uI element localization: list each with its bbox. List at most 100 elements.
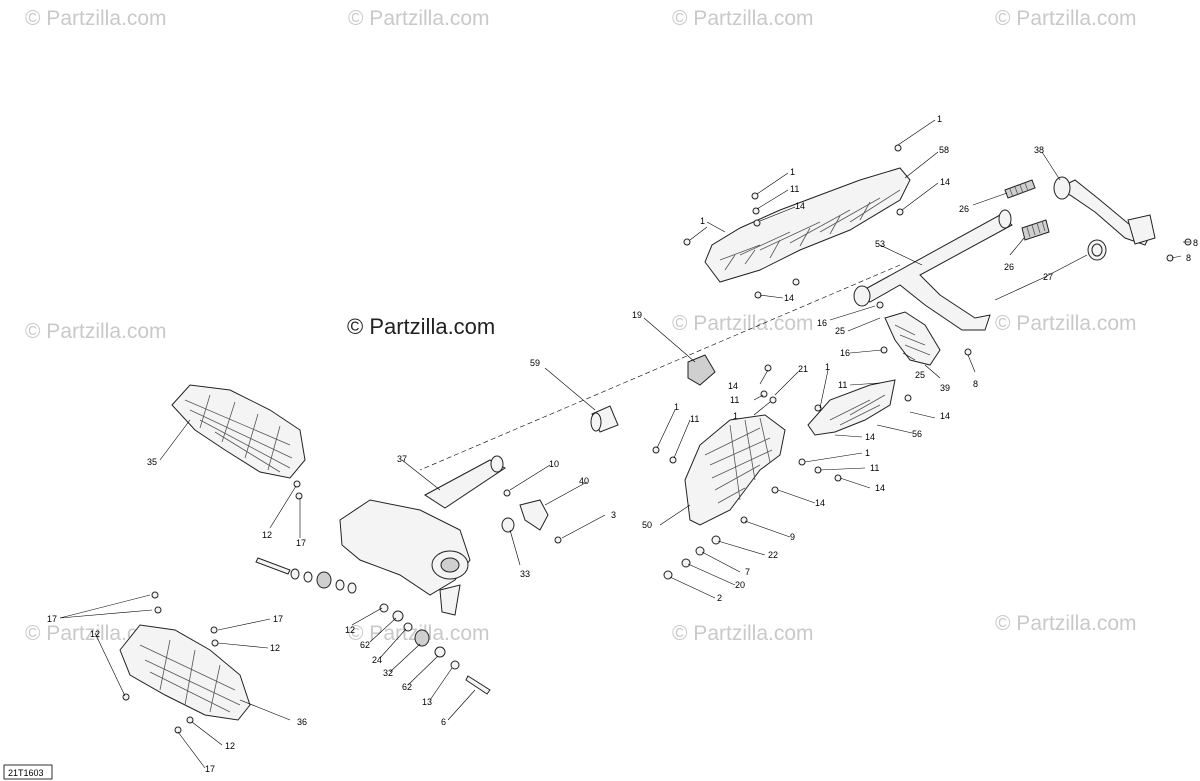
callout-22: 22 xyxy=(768,550,778,560)
callout-17: 17 xyxy=(273,614,283,624)
exhaust-pipe-38 xyxy=(1053,176,1156,246)
leader-lines xyxy=(59,119,1190,769)
watermark: © Partzilla.com xyxy=(672,622,814,645)
watermark: © Partzilla.com xyxy=(348,7,490,30)
watermark: © Partzilla.com xyxy=(672,7,814,30)
callout-25: 25 xyxy=(835,326,845,336)
callout-13: 13 xyxy=(422,697,432,707)
callout-36: 36 xyxy=(297,717,307,727)
callout-14: 14 xyxy=(795,201,805,211)
callout-19: 19 xyxy=(632,310,642,320)
callout-56: 56 xyxy=(912,429,922,439)
callout-20: 20 xyxy=(735,580,745,590)
callout-1: 1 xyxy=(674,402,679,412)
watermark: © Partzilla.com xyxy=(25,7,167,30)
callout-8: 8 xyxy=(973,379,978,389)
callout-14: 14 xyxy=(865,432,875,442)
callout-3: 3 xyxy=(611,510,616,520)
right-hardware-stack xyxy=(663,516,748,580)
callout-14: 14 xyxy=(784,293,794,303)
callout-11: 11 xyxy=(690,414,699,424)
callout-labels: 1 58 38 1 11 14 14 1 14 26 26 8 8 53 27 … xyxy=(47,114,1198,774)
watermark: © Partzilla.com xyxy=(995,312,1137,335)
assembly-axis-line xyxy=(419,264,901,471)
callout-1: 1 xyxy=(937,114,942,124)
clamp-19 xyxy=(687,354,716,386)
callout-1: 1 xyxy=(733,411,738,421)
callout-16: 16 xyxy=(840,348,850,358)
callout-1: 1 xyxy=(790,167,795,177)
callout-12: 12 xyxy=(225,741,235,751)
callout-12: 12 xyxy=(270,643,280,653)
mount-hardware xyxy=(255,557,357,594)
callout-62: 62 xyxy=(402,682,412,692)
callout-8: 8 xyxy=(1186,253,1191,263)
callout-62: 62 xyxy=(360,640,370,650)
heat-shield-50 xyxy=(684,414,786,526)
callout-1: 1 xyxy=(825,362,830,372)
callout-14: 14 xyxy=(728,381,738,391)
callout-25: 25 xyxy=(915,370,925,380)
callout-11: 11 xyxy=(838,380,847,390)
callout-40: 40 xyxy=(579,476,589,486)
callout-1: 1 xyxy=(865,448,870,458)
callout-33: 33 xyxy=(520,569,530,579)
callout-14: 14 xyxy=(940,411,950,421)
callout-10: 10 xyxy=(549,459,559,469)
spring-26-lower xyxy=(1021,219,1050,241)
callout-39: 39 xyxy=(940,383,950,393)
grommet-33 xyxy=(501,517,515,533)
callout-26: 26 xyxy=(1004,262,1014,272)
callout-1: 1 xyxy=(700,216,705,226)
heat-shield-39 xyxy=(884,311,941,366)
muffler-37 xyxy=(339,455,506,616)
figure-id-box: 21T1603 xyxy=(3,764,53,780)
callout-53: 53 xyxy=(875,239,885,249)
callout-9: 9 xyxy=(790,532,795,542)
callout-11: 11 xyxy=(870,463,879,473)
heat-shield-36 xyxy=(119,624,251,721)
watermark: © Partzilla.com xyxy=(25,320,167,343)
callout-50: 50 xyxy=(642,520,652,530)
exhaust-pipe-53 xyxy=(853,209,1013,331)
fasteners xyxy=(122,144,1192,734)
callout-59: 59 xyxy=(530,358,540,368)
callout-35: 35 xyxy=(147,457,157,467)
callout-14: 14 xyxy=(815,498,825,508)
callout-14: 14 xyxy=(875,483,885,493)
heat-shield-upper xyxy=(704,167,911,283)
callout-17: 17 xyxy=(47,614,57,624)
callout-14: 14 xyxy=(940,177,950,187)
bracket-40 xyxy=(519,499,549,531)
watermark: © Partzilla.com xyxy=(672,312,814,335)
callout-58: 58 xyxy=(939,145,949,155)
heat-shield-35 xyxy=(171,384,306,479)
callout-11: 11 xyxy=(790,184,799,194)
callout-27: 27 xyxy=(1043,272,1053,282)
callout-37: 37 xyxy=(397,454,407,464)
callout-8: 8 xyxy=(1193,238,1198,248)
watermark: © Partzilla.com xyxy=(995,612,1137,635)
callout-21: 21 xyxy=(798,364,808,374)
heat-shield-56 xyxy=(807,379,896,436)
callout-7: 7 xyxy=(745,567,750,577)
spring-26-upper xyxy=(1004,179,1036,199)
callout-17: 17 xyxy=(205,764,215,774)
callout-11: 11 xyxy=(730,395,739,405)
callout-26: 26 xyxy=(959,204,969,214)
callout-12: 12 xyxy=(90,629,100,639)
callout-32: 32 xyxy=(383,668,393,678)
callout-12: 12 xyxy=(262,530,272,540)
callout-24: 24 xyxy=(372,655,382,665)
callout-38: 38 xyxy=(1034,145,1044,155)
callout-6: 6 xyxy=(441,717,446,727)
callout-17: 17 xyxy=(296,538,306,548)
callout-8: 12 xyxy=(345,625,355,635)
callout-16: 16 xyxy=(817,318,827,328)
sleeve-59 xyxy=(590,405,619,433)
figure-id: 21T1603 xyxy=(8,768,44,778)
watermark: © Partzilla.com xyxy=(995,7,1137,30)
lower-hardware-stack xyxy=(379,603,491,695)
watermark-center: © Partzilla.com xyxy=(347,314,495,339)
